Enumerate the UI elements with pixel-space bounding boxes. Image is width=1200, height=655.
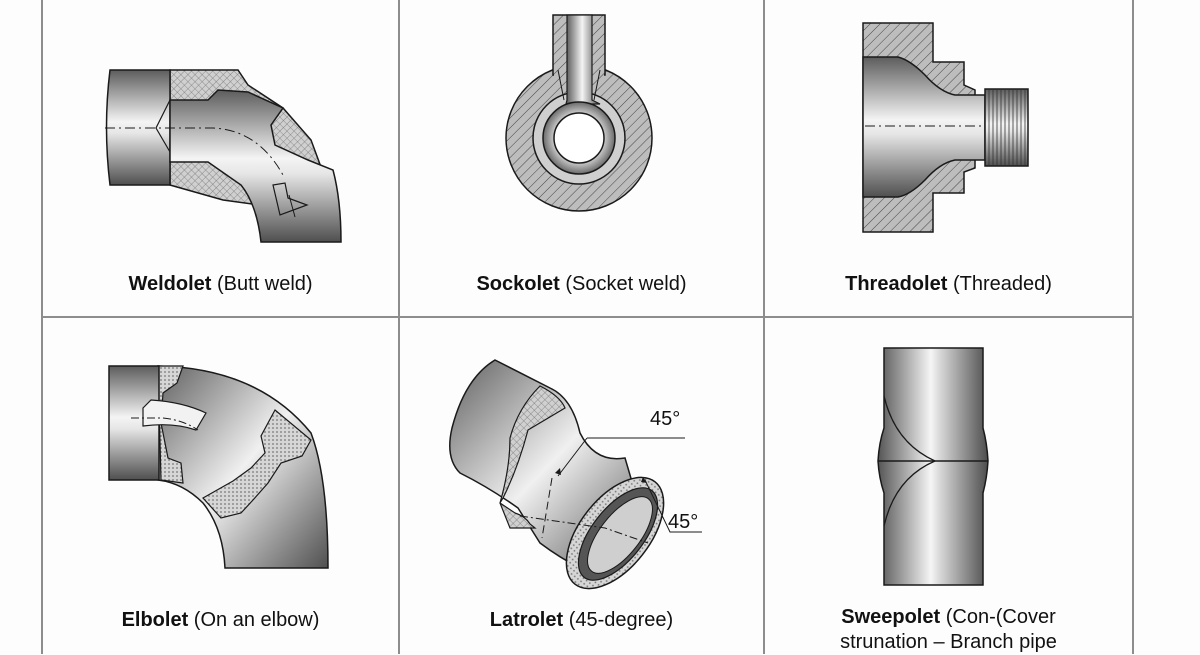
grid-line-left <box>41 0 43 654</box>
caption-latrolet-desc: (45-degree) <box>568 609 674 631</box>
caption-sweepolet: Sweepolet (Con-(Cover strunation – Branc… <box>765 605 1132 655</box>
caption-threadolet: Threadolet (Threaded) <box>765 272 1132 297</box>
cell-sockolet: Sockolet (Socket weld) <box>400 0 763 316</box>
caption-sweepolet-name: Sweepolet <box>841 606 941 628</box>
caption-sockolet-desc: (Socket weld) <box>565 273 687 295</box>
caption-threadolet-name: Threadolet <box>845 273 948 295</box>
weldolet-drawing <box>105 69 342 243</box>
grid-line-col1 <box>398 0 400 654</box>
caption-elbolet-name: Elbolet <box>121 609 189 631</box>
grid-line-right <box>1132 0 1134 654</box>
caption-sockolet-name: Sockolet <box>476 273 560 295</box>
caption-latrolet-name: Latrolet <box>489 609 564 631</box>
caption-sockolet: Sockolet (Socket weld) <box>400 272 763 297</box>
caption-weldolet-name: Weldolet <box>128 273 212 295</box>
caption-threadolet-desc: (Threaded) <box>952 273 1052 295</box>
caption-weldolet-desc: (Butt weld) <box>216 273 313 295</box>
threadolet-drawing <box>862 22 1029 233</box>
sweepolet-drawing <box>877 347 989 586</box>
grid-line-row <box>41 316 1134 318</box>
elbolet-drawing <box>108 365 329 569</box>
latrolet-drawing: 45° 45° <box>449 359 702 590</box>
angle-label-top: 45° <box>650 408 680 430</box>
caption-elbolet: Elbolet (On an elbow) <box>43 608 398 633</box>
caption-sweepolet-desc: (Con-(Cover <box>945 606 1056 628</box>
cell-latrolet: 45° 45° Latrolet (45-degree) <box>400 318 763 654</box>
caption-weldolet: Weldolet (Butt weld) <box>43 272 398 297</box>
caption-sweepolet-desc-line2: strunation – Branch pipe <box>840 631 1057 653</box>
cell-threadolet: Threadolet (Threaded) <box>765 0 1132 316</box>
caption-elbolet-desc: (On an elbow) <box>193 609 320 631</box>
cell-weldolet: Weldolet (Butt weld) <box>43 0 398 316</box>
sockolet-drawing <box>505 14 653 212</box>
angle-label-bottom: 45° <box>668 511 698 533</box>
grid-line-col2 <box>763 0 765 654</box>
caption-latrolet: Latrolet (45-degree) <box>400 608 763 633</box>
cell-sweepolet: Sweepolet (Con-(Cover strunation – Branc… <box>765 318 1132 654</box>
cell-elbolet: Elbolet (On an elbow) <box>43 318 398 654</box>
